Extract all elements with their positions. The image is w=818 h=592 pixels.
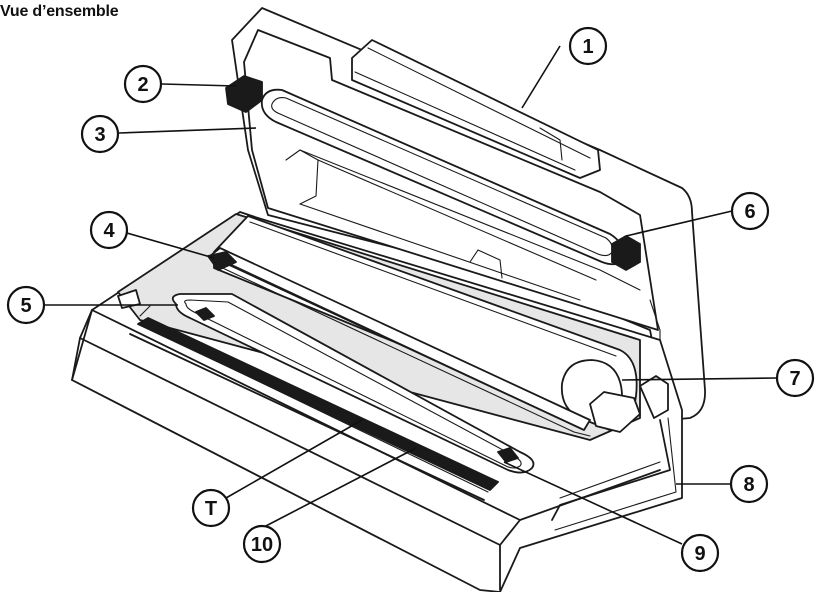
callout-7: 7	[775, 358, 815, 398]
device-illustration	[71, 7, 706, 592]
callout-10: 10	[242, 524, 282, 564]
callout-label-3: 3	[94, 124, 105, 146]
callout-label-8: 8	[743, 474, 754, 496]
callout-label-5: 5	[20, 295, 31, 317]
callout-1: 1	[568, 26, 608, 66]
callout-label-1: 1	[582, 36, 593, 58]
leader-lines	[44, 45, 778, 545]
callout-label-6: 6	[744, 201, 755, 223]
page-title: Vue d’ensemble	[0, 3, 119, 20]
callout-label-7: 7	[789, 368, 800, 390]
callout-6: 6	[730, 191, 770, 231]
callout-5: 5	[6, 285, 46, 325]
callout-label-10: 10	[251, 534, 273, 556]
callout-label-9: 9	[694, 543, 705, 565]
callout-label-4: 4	[103, 220, 115, 242]
callout-label-2: 2	[137, 74, 148, 96]
callout-T: T	[191, 488, 231, 528]
callout-8: 8	[729, 464, 769, 504]
callout-2: 2	[123, 64, 163, 104]
callout-4: 4	[89, 210, 129, 250]
callout-label-T: T	[205, 498, 217, 520]
callout-3: 3	[80, 114, 120, 154]
callout-9: 9	[680, 533, 720, 573]
